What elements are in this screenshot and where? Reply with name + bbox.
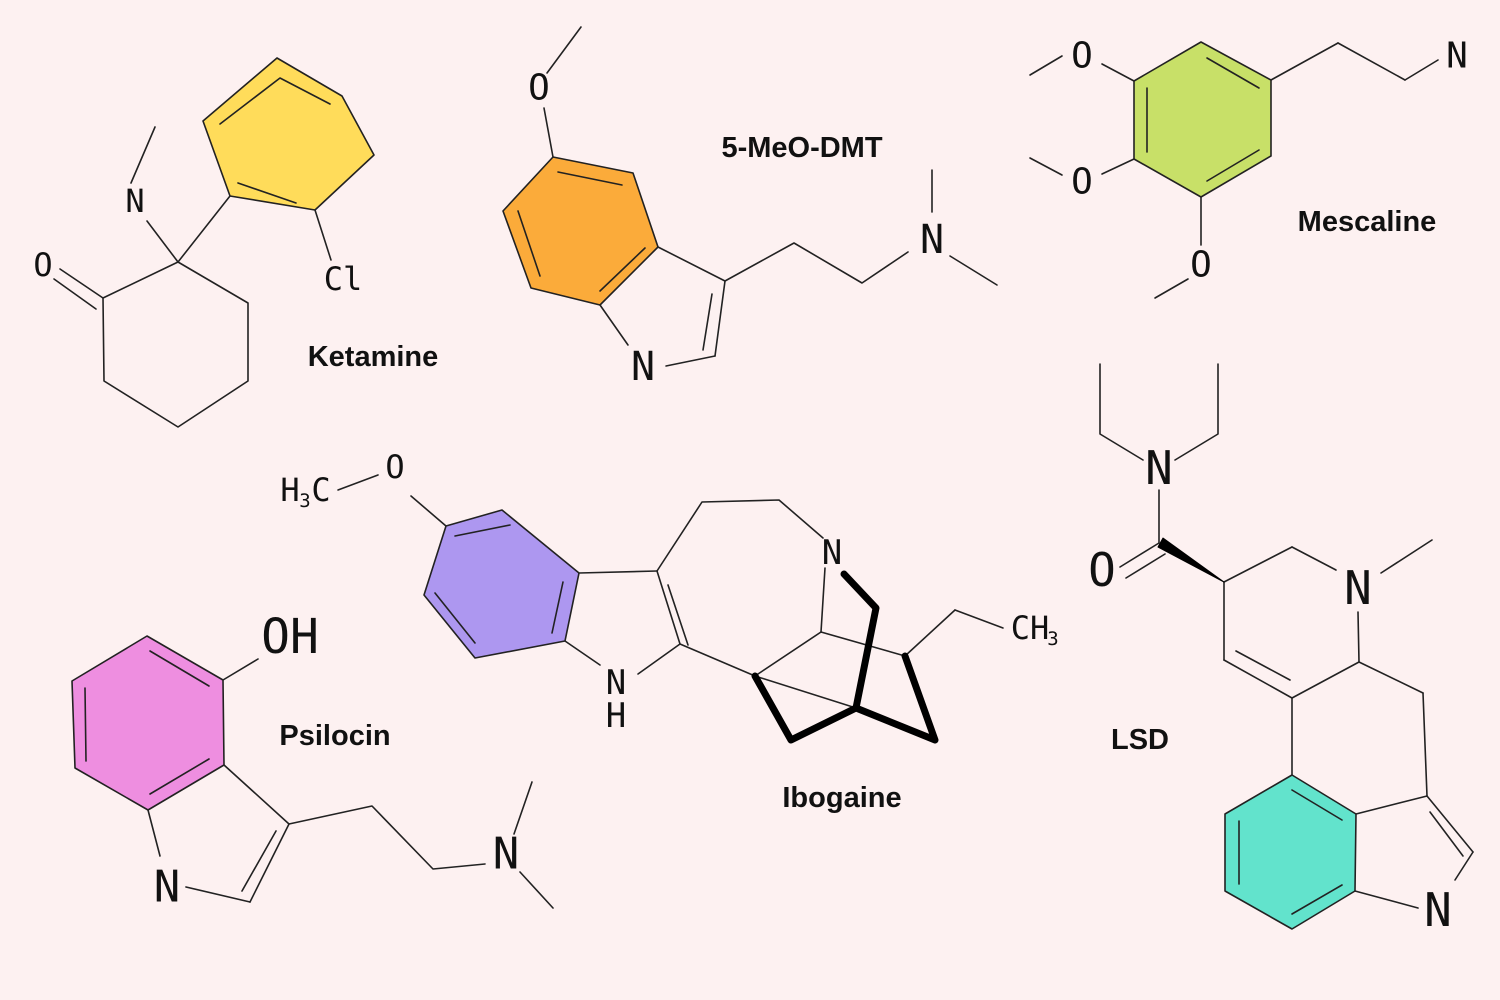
mescaline-atom-o2: O (1071, 162, 1093, 203)
psilocin-atom-n-amine: N (493, 829, 520, 880)
lsd-structure: N O N N LSD (1088, 363, 1474, 937)
ibogaine-atom-ch3-sub: 3 (1047, 628, 1058, 650)
mescaline-atom-o3: O (1190, 245, 1212, 286)
ibogaine-benzene-ring (423, 509, 580, 659)
meo-dmt-atom-n-amine: N (920, 217, 944, 263)
mescaline-label: Mescaline (1298, 206, 1437, 238)
lsd-atom-n-amide: N (1145, 441, 1173, 495)
lsd-label: LSD (1111, 724, 1169, 756)
meo-dmt-structure: O N N 5-MeO-DMT (502, 26, 998, 390)
psilocin-atom-n-ring: N (154, 862, 181, 913)
ketamine-label: Ketamine (308, 341, 439, 373)
psilocin-atom-oh: OH (261, 609, 319, 665)
lsd-atom-n-methyl: N (1344, 561, 1372, 615)
ketamine-atom-o: O (33, 246, 52, 284)
ibogaine-atom-n: N (822, 533, 842, 573)
ibogaine-label: Ibogaine (782, 782, 901, 814)
ibogaine-atom-h3c-h: H (280, 471, 299, 509)
lsd-benzene-ring (1224, 774, 1357, 930)
meo-dmt-atom-n-ring: N (631, 344, 655, 390)
mescaline-benzene-ring (1133, 41, 1272, 198)
ketamine-atom-cl: Cl (324, 260, 363, 298)
ibogaine-atom-h3c-c: C (311, 471, 330, 509)
ibogaine-atom-nh-h: H (606, 696, 626, 736)
psilocin-label: Psilocin (279, 720, 390, 752)
ketamine-structure: N O Cl Ketamine (33, 57, 439, 428)
ibogaine-atom-ch3: CH (1011, 609, 1050, 647)
ibogaine-structure: H 3 C O N N H CH 3 Ibogaine (280, 448, 1058, 814)
lsd-atom-o: O (1088, 543, 1116, 597)
psilocin-structure: OH N N Psilocin (71, 609, 554, 913)
ketamine-atom-n: N (125, 182, 144, 220)
lsd-atom-n-indole: N (1424, 883, 1452, 937)
psilocin-benzene-ring (71, 635, 225, 811)
meo-dmt-label: 5-MeO-DMT (721, 132, 882, 164)
mescaline-atom-o1: O (1071, 36, 1093, 77)
ibogaine-atom-o: O (385, 448, 404, 486)
mescaline-structure: O O O N Mescaline (1029, 36, 1468, 299)
ibogaine-atom-h3c-sub: 3 (299, 490, 310, 512)
ketamine-aromatic-ring (202, 57, 375, 211)
meo-dmt-benzene-ring (502, 156, 659, 306)
ibogaine-atom-nh-n: N (606, 663, 626, 703)
meo-dmt-atom-o: O (528, 68, 550, 109)
mescaline-atom-n: N (1446, 36, 1468, 77)
